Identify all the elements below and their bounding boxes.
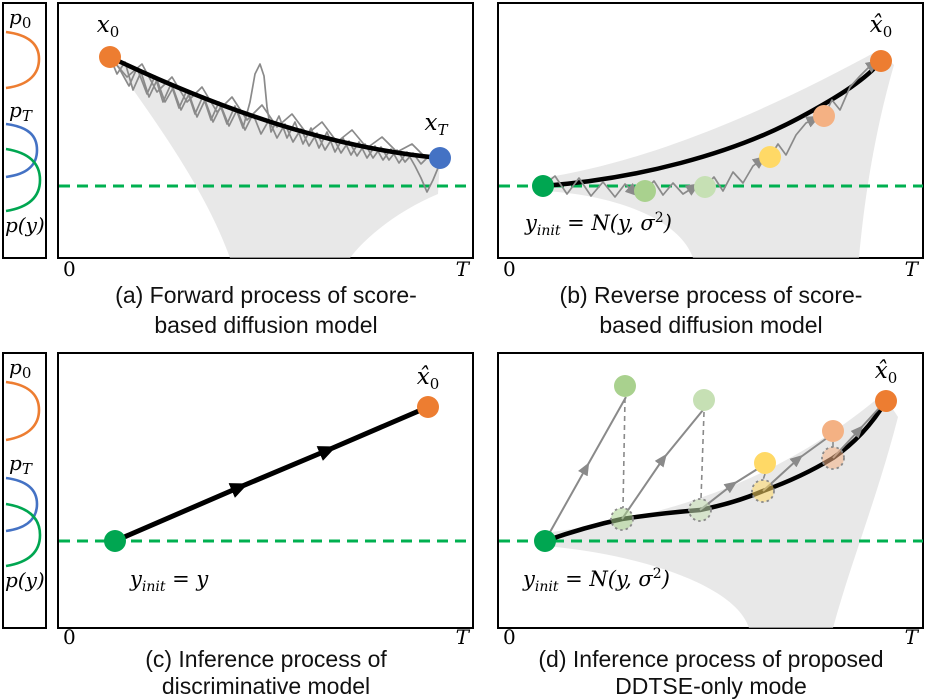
estimate-dot-1 [614, 375, 636, 397]
projected-dot-3 [751, 479, 775, 503]
axis-origin-label: 0 [63, 625, 76, 649]
xhat0-dot [875, 390, 897, 412]
reverse-trajectory-segment-3 [704, 155, 767, 192]
py-label: p(y) [5, 213, 45, 237]
estimate-arrow-5 [832, 405, 882, 459]
xhat0-dot [417, 396, 439, 418]
py-label: p(y) [5, 568, 45, 592]
caption-b: (b) Reverse process of score- based diff… [497, 280, 925, 340]
y-init-dot [532, 175, 554, 197]
caption-c: (c) Inference process of discriminative … [57, 646, 475, 700]
projected-dot-1 [610, 507, 634, 531]
axis-end-label: T [456, 625, 471, 649]
pT-distribution-curve [5, 476, 39, 533]
step-dot-2 [694, 176, 716, 198]
reverse-trajectory-segment-4 [769, 115, 821, 158]
caption-d-line1: (d) Inference process of proposed [538, 646, 884, 672]
estimate-arrow-4 [762, 437, 828, 492]
xT-label: xT [425, 110, 449, 139]
py-distribution-curve [5, 147, 42, 213]
panel-d-plot: x̂0 yinit = N(y, σ2) 0 T [497, 352, 924, 649]
projection-dashed-3 [762, 473, 766, 481]
xhat0-label: x̂0 [417, 364, 440, 393]
p0-label: p0 [9, 355, 31, 382]
x0-label: x0 [97, 12, 120, 41]
panel-a-plot: x0 xT 0 T [57, 2, 474, 281]
x0-sample-dot [99, 46, 121, 68]
direct-inference-line [112, 404, 431, 544]
caption-a-line2: based diffusion model [154, 312, 378, 338]
projected-dot-2 [688, 498, 712, 522]
reverse-mean-curve [540, 58, 884, 189]
pT-label: pT [9, 98, 33, 125]
estimate-arrow-1 [544, 396, 627, 542]
marginal-distributions-top: p0 pT p(y) [2, 2, 47, 259]
estimate-dot-3 [754, 452, 776, 474]
y-init-dot [104, 530, 126, 552]
marginal-distributions-bottom: p0 pT p(y) [2, 352, 47, 629]
pT-label: pT [9, 451, 33, 478]
pT-distribution-curve [5, 122, 39, 179]
axis-origin-label: 0 [503, 625, 516, 649]
caption-a-line1: (a) Forward process of score- [115, 282, 417, 308]
axis-origin-label: 0 [63, 257, 76, 281]
caption-a: (a) Forward process of score- based diff… [57, 280, 475, 340]
caption-c-line1: (c) Inference process of [145, 646, 387, 672]
step-dot-1 [634, 180, 656, 202]
xhat0-label: x̂0 [870, 12, 893, 41]
uncertainty-region [545, 394, 898, 628]
forward-mean-curve [107, 54, 443, 161]
step-dot-4 [813, 105, 835, 127]
axis-end-label: T [905, 257, 920, 281]
reverse-trajectory-segment-2 [644, 180, 700, 196]
estimate-arrow-3 [699, 467, 760, 511]
p0-label: p0 [9, 5, 31, 32]
axis-origin-label: 0 [503, 257, 516, 281]
axis-end-label: T [905, 625, 920, 649]
y-init-label: yinit = N(y, σ2) [524, 210, 672, 239]
panel-c-frame [57, 352, 474, 629]
xhat0-dot [870, 50, 892, 72]
projection-dashed-2 [700, 411, 705, 500]
reverse-trajectory-segment-5 [823, 60, 880, 117]
estimate-dot-2 [693, 389, 715, 411]
panel-b-plot: x̂0 yinit = N(y, σ2) 0 T [497, 2, 924, 281]
step-dot-3 [759, 146, 781, 168]
p0-distribution-curve [5, 380, 41, 442]
estimate-dot-4 [822, 420, 844, 442]
strip-frame [2, 352, 47, 629]
panel-c-plot: x̂0 yinit = y 0 T [57, 352, 474, 649]
p0-distribution-curve [5, 30, 41, 90]
caption-d: (d) Inference process of proposed DDTSE-… [497, 646, 925, 700]
xhat0-label: x̂0 [875, 358, 898, 387]
axis-end-label: T [456, 257, 471, 281]
projection-dashed-1 [622, 397, 626, 509]
y-init-dot [534, 530, 556, 552]
caption-c-line2: discriminative model [161, 673, 371, 699]
projected-dot-4 [821, 446, 845, 470]
estimate-arrow-2 [621, 409, 704, 520]
y-init-label: yinit = N(y, σ2) [522, 566, 670, 595]
y-init-label: yinit = y [129, 567, 209, 595]
reverse-trajectory-segment-1 [542, 175, 640, 198]
caption-b-line1: (b) Reverse process of score- [559, 282, 863, 308]
xT-sample-dot [429, 147, 451, 169]
caption-b-line2: based diffusion model [599, 312, 823, 338]
caption-d-line2: DDTSE-only mode [615, 673, 807, 699]
py-distribution-curve [5, 502, 42, 568]
